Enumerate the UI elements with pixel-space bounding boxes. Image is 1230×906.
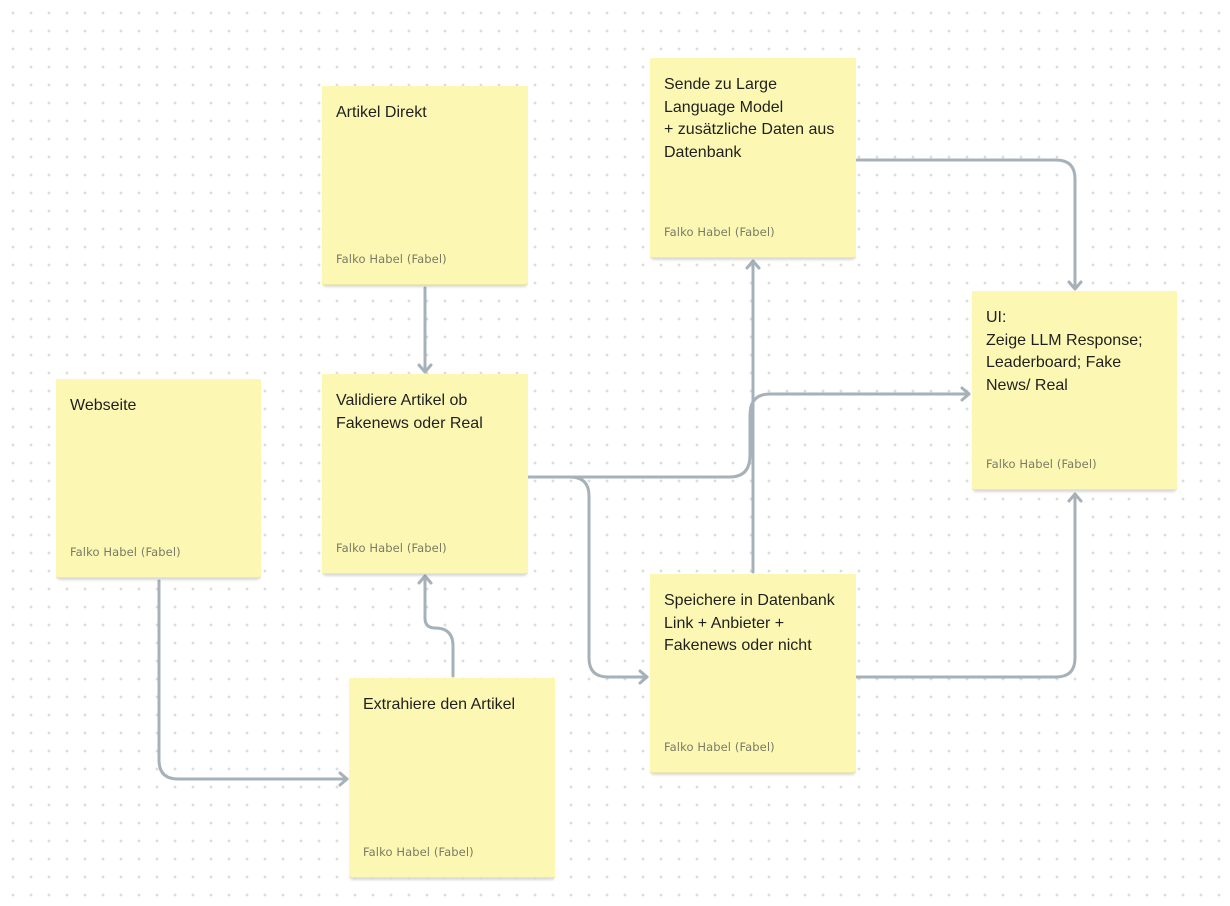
arrowhead-validiere-bottom — [417, 574, 433, 585]
sticky-note-artikel-direkt[interactable]: Artikel Direkt Falko Habel (Fabel) — [322, 86, 528, 285]
arrowhead-extrahiere-left — [338, 771, 349, 787]
note-text: Validiere Artikel ob Fakenews oder Real — [336, 392, 483, 432]
note-text: Extrahiere den Artikel — [363, 696, 516, 713]
note-text: Webseite — [70, 397, 137, 414]
connector-speichere-to-ui[interactable] — [855, 493, 1077, 679]
note-text: UI: Zeige LLM Response; Leaderboard; Fak… — [986, 309, 1143, 394]
connector-extrahiere-to-validiere[interactable] — [423, 575, 455, 678]
arrowhead-sende-llm-bottom — [745, 259, 761, 270]
note-author: Falko Habel (Fabel) — [363, 845, 474, 859]
arrowhead-validiere-top — [417, 363, 433, 374]
connector-validiere-to-speichere[interactable] — [527, 475, 649, 679]
arrowhead-ui-bottom — [1067, 492, 1083, 503]
note-author: Falko Habel (Fabel) — [70, 545, 181, 559]
note-author: Falko Habel (Fabel) — [336, 541, 447, 555]
note-author: Falko Habel (Fabel) — [664, 225, 775, 239]
note-author: Falko Habel (Fabel) — [336, 252, 447, 266]
arrowhead-speichere-left — [638, 669, 649, 685]
sticky-note-ui[interactable]: UI: Zeige LLM Response; Leaderboard; Fak… — [972, 291, 1177, 490]
sticky-note-webseite[interactable]: Webseite Falko Habel (Fabel) — [56, 379, 261, 578]
arrowhead-ui-top — [1067, 280, 1083, 291]
sticky-note-validiere[interactable]: Validiere Artikel ob Fakenews oder Real … — [322, 374, 528, 574]
sticky-note-speichere[interactable]: Speichere in Datenbank Link + Anbieter +… — [650, 574, 856, 773]
note-text: Speichere in Datenbank Link + Anbieter +… — [664, 592, 835, 654]
connector-validiere-to-ui[interactable] — [527, 392, 971, 479]
connector-webseite-to-extrahiere[interactable] — [157, 579, 349, 781]
note-author: Falko Habel (Fabel) — [986, 457, 1097, 471]
connector-sende-llm-to-ui[interactable] — [855, 158, 1077, 290]
note-text: Sende zu Large Language Model + zusätzli… — [664, 76, 835, 161]
note-author: Falko Habel (Fabel) — [664, 740, 775, 754]
sticky-note-sende-llm[interactable]: Sende zu Large Language Model + zusätzli… — [650, 58, 856, 258]
note-text: Artikel Direkt — [336, 104, 427, 121]
arrowhead-ui-left — [960, 386, 971, 402]
sticky-note-extrahiere[interactable]: Extrahiere den Artikel Falko Habel (Fabe… — [349, 678, 555, 878]
